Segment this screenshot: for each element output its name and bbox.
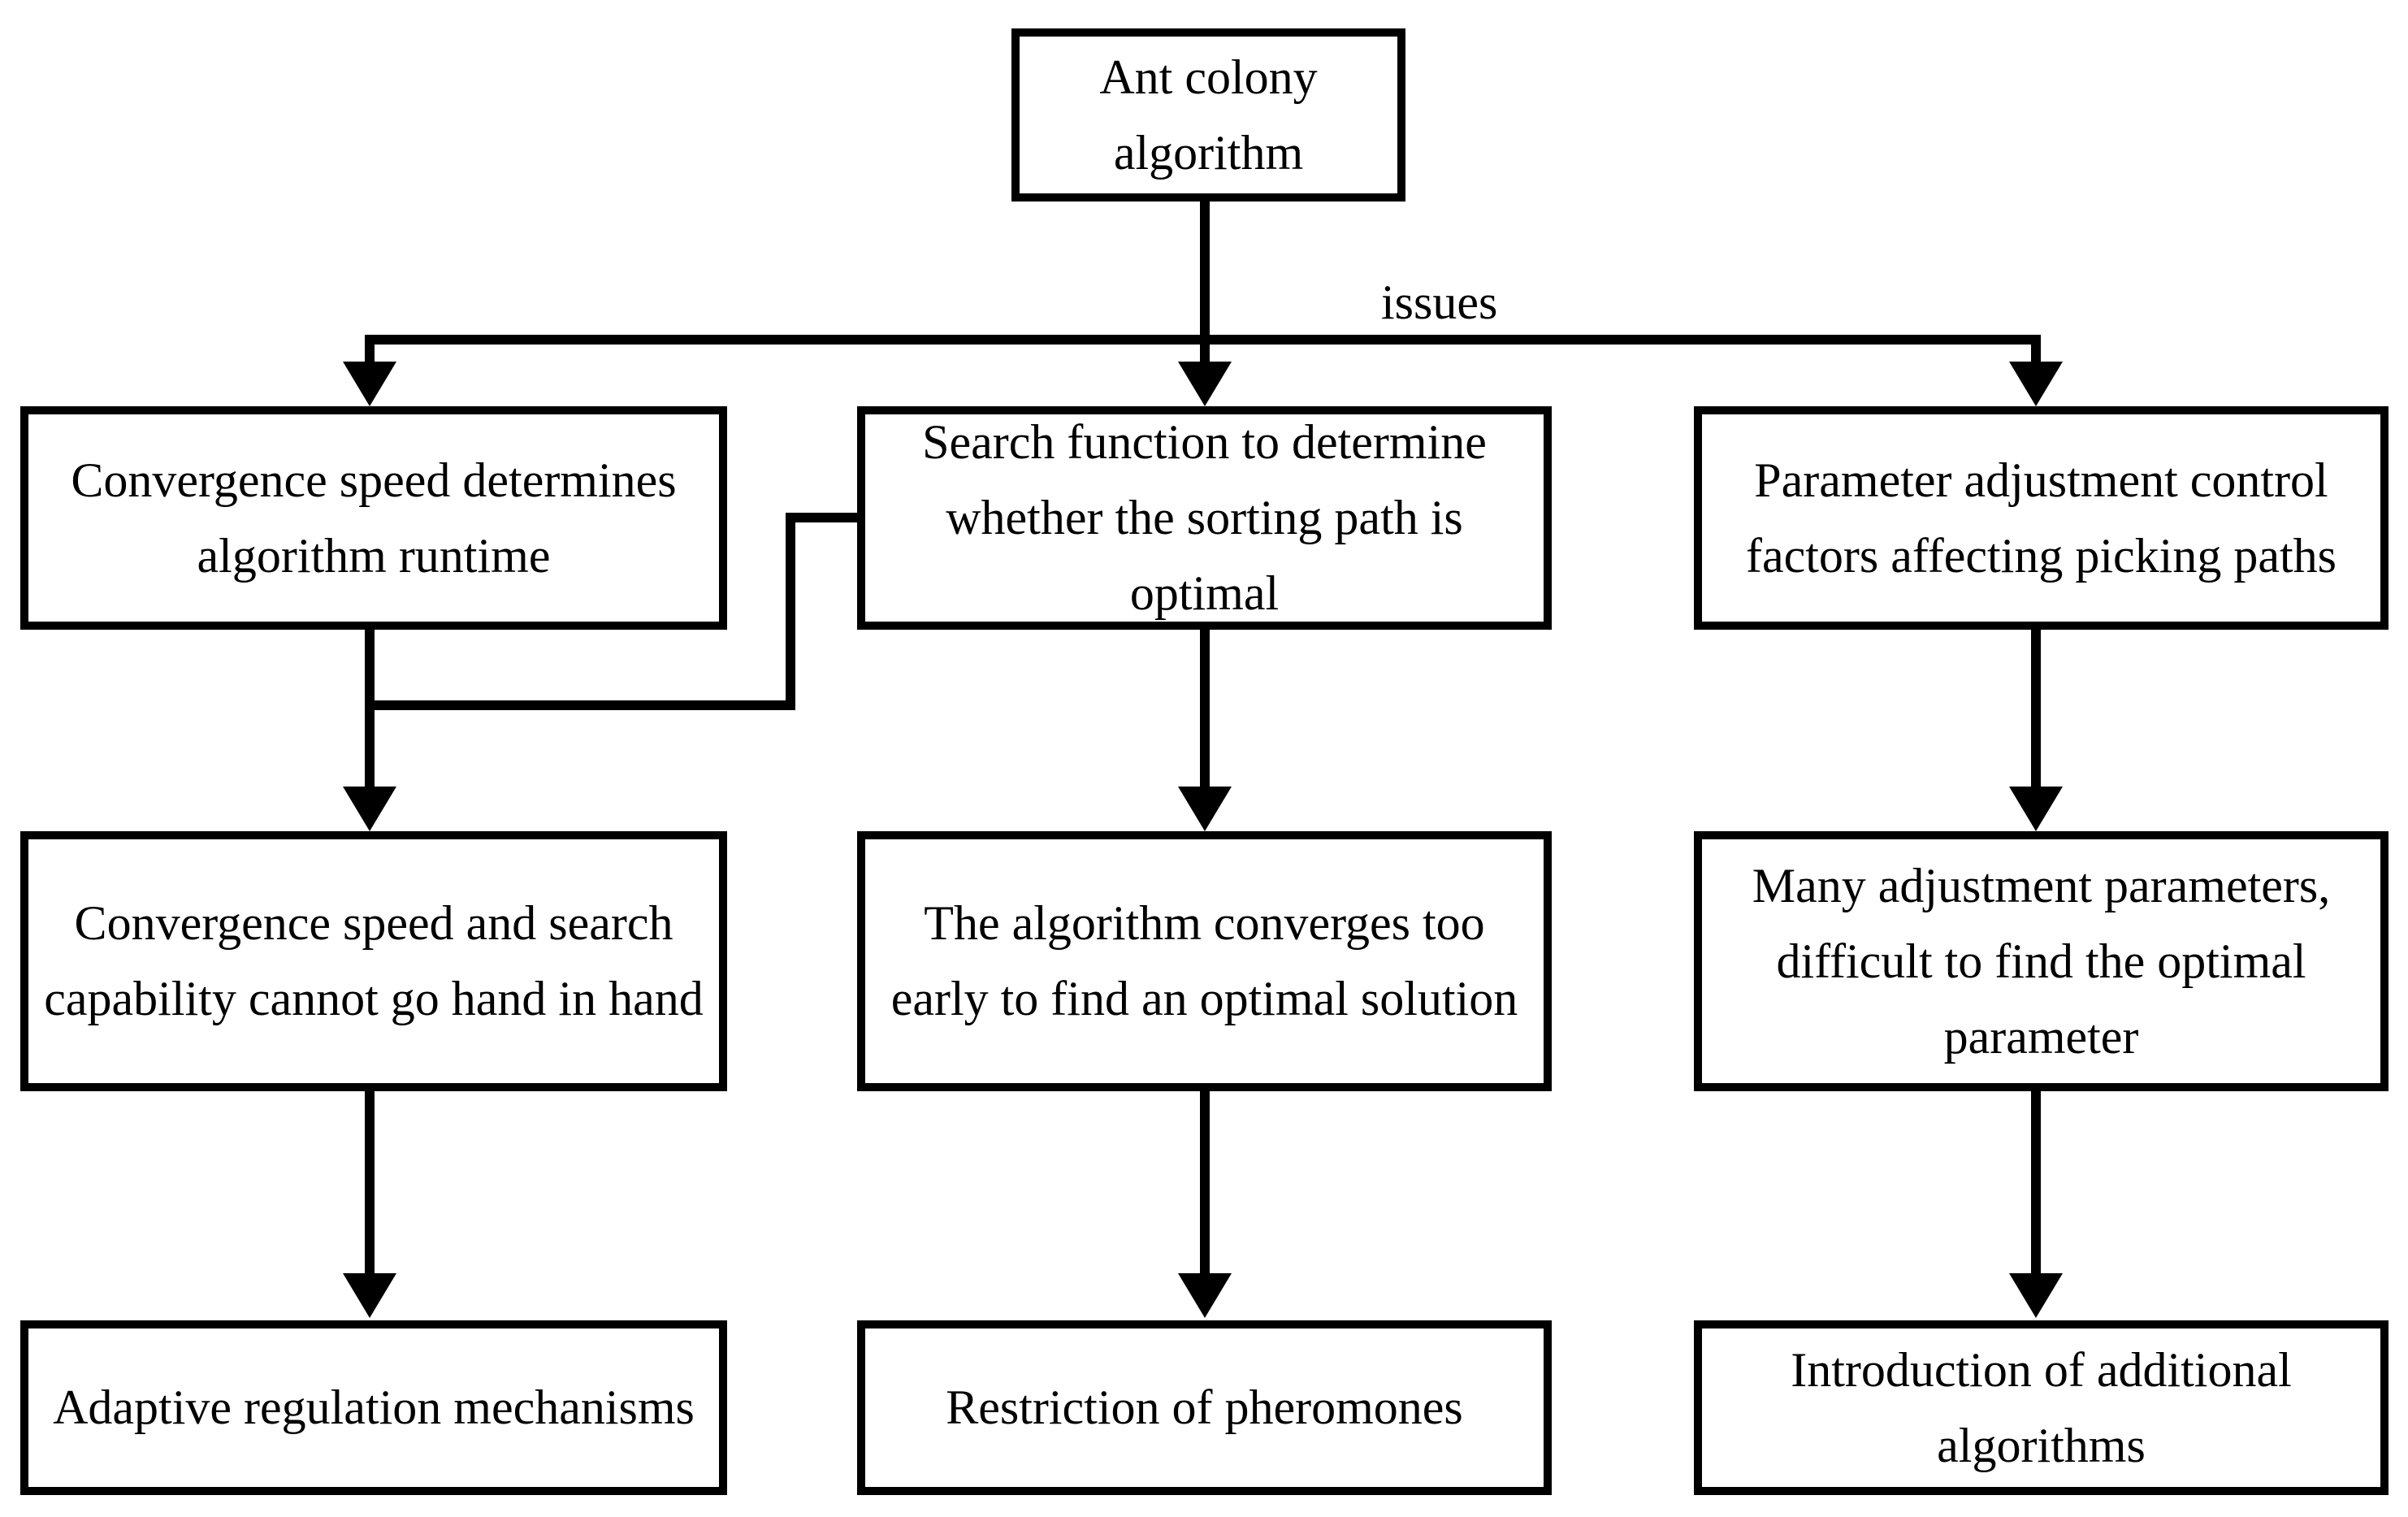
connector-issue2-elbow-top bbox=[786, 513, 861, 522]
connector-consequence3-to-solution3 bbox=[2031, 1087, 2041, 1279]
arrowhead-into-solution-1 bbox=[343, 1273, 396, 1318]
connector-issue2-elbow-vertical bbox=[786, 513, 795, 710]
arrowhead-into-solution-3 bbox=[2009, 1273, 2063, 1318]
arrowhead-into-consequence-2 bbox=[1178, 787, 1232, 831]
arrowhead-into-consequence-3 bbox=[2009, 787, 2063, 831]
connector-root-stem bbox=[1200, 197, 1210, 345]
connector-consequence2-to-solution2 bbox=[1200, 1087, 1210, 1279]
arrowhead-into-solution-2 bbox=[1178, 1273, 1232, 1318]
arrowhead-into-issue-1 bbox=[343, 362, 396, 406]
node-issue-search-function: Search function to determine whether the… bbox=[857, 406, 1552, 630]
connector-issue2-elbow-bottom bbox=[365, 700, 795, 710]
issues-edge-label: issues bbox=[1381, 275, 1498, 329]
node-issue-convergence-speed: Convergence speed determines algorithm r… bbox=[20, 406, 727, 630]
arrowhead-into-consequence-1 bbox=[343, 787, 396, 831]
connector-issue3-to-consequence3 bbox=[2031, 626, 2041, 788]
node-solution-pheromone-restriction: Restriction of pheromones bbox=[857, 1320, 1552, 1495]
connector-consequence1-to-solution1 bbox=[365, 1087, 375, 1279]
node-consequence-speed-vs-search: Convergence speed and search capability … bbox=[20, 831, 727, 1091]
arrowhead-into-issue-3 bbox=[2009, 362, 2063, 406]
node-solution-adaptive-regulation: Adaptive regulation mechanisms bbox=[20, 1320, 727, 1495]
connector-branch-stem-1 bbox=[365, 335, 375, 367]
node-issue-parameter-adjustment: Parameter adjustment control factors aff… bbox=[1694, 406, 2389, 630]
connector-issue2-to-consequence2 bbox=[1200, 626, 1210, 788]
node-consequence-early-convergence: The algorithm converges too early to fin… bbox=[857, 831, 1552, 1091]
connector-branch-stem-3 bbox=[2031, 335, 2041, 367]
node-solution-additional-algorithms: Introduction of additional algorithms bbox=[1694, 1320, 2389, 1495]
node-consequence-many-parameters: Many adjustment parameters, difficult to… bbox=[1694, 831, 2389, 1091]
connector-branch-stem-2 bbox=[1200, 335, 1210, 367]
node-root-ant-colony-algorithm: Ant colony algorithm bbox=[1011, 28, 1405, 202]
arrowhead-into-issue-2 bbox=[1178, 362, 1232, 406]
